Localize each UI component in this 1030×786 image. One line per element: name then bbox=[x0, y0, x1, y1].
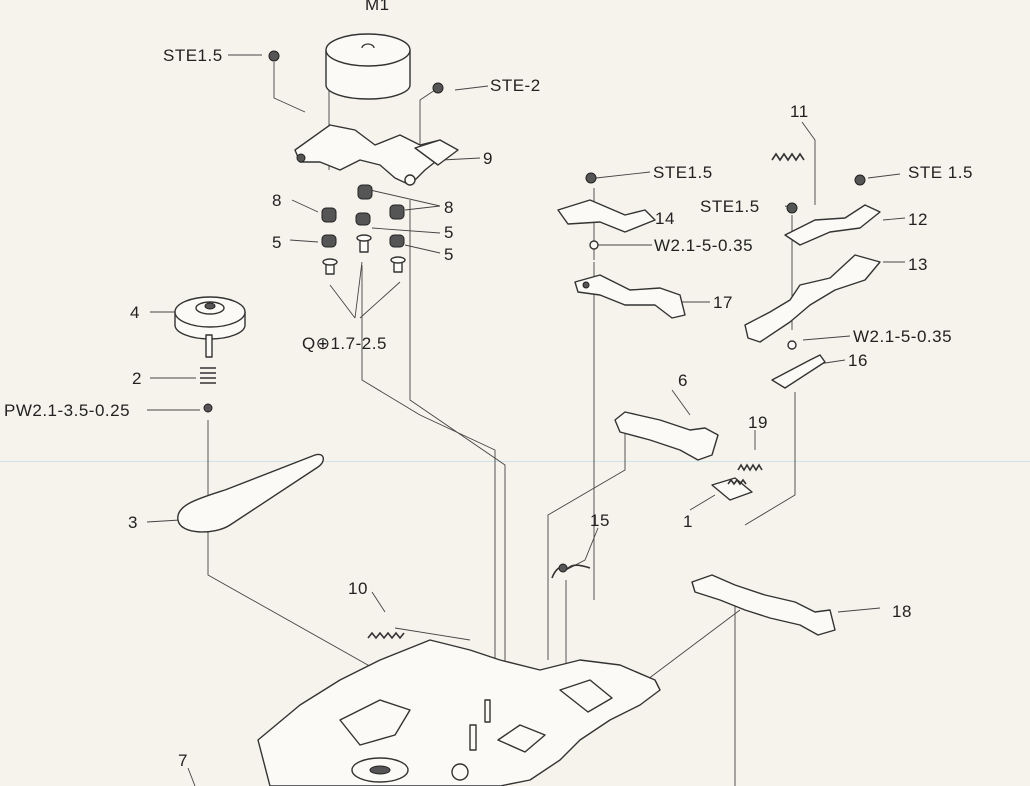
label-10: 10 bbox=[348, 579, 368, 598]
motor-m1 bbox=[325, 33, 411, 100]
label-ste15-c: STE1.5 bbox=[700, 197, 760, 216]
label-16: 16 bbox=[848, 351, 868, 370]
label-13: 13 bbox=[908, 255, 928, 274]
spring-19 bbox=[737, 463, 763, 472]
lever-3 bbox=[177, 453, 324, 533]
label-5-mid: 5 bbox=[444, 223, 454, 242]
label-19: 19 bbox=[748, 413, 768, 432]
spring-15 bbox=[551, 563, 591, 579]
bushings-8-5 bbox=[321, 184, 406, 275]
bracket-13 bbox=[744, 254, 881, 343]
label-1: 1 bbox=[683, 512, 693, 531]
label-screw-spec: Q⊕1.7-2.5 bbox=[302, 334, 387, 353]
label-17: 17 bbox=[713, 293, 733, 312]
label-w-washer-1: W2.1-5-0.35 bbox=[654, 236, 753, 255]
scan-artifact-line bbox=[0, 461, 1030, 462]
bracket-18 bbox=[691, 574, 836, 636]
label-5-left: 5 bbox=[272, 233, 282, 252]
spring-10 bbox=[367, 631, 405, 640]
motor-bracket-9 bbox=[294, 124, 459, 186]
label-3: 3 bbox=[128, 513, 138, 532]
lever-16 bbox=[771, 354, 826, 389]
label-6: 6 bbox=[678, 371, 688, 390]
chassis-7 bbox=[257, 639, 661, 786]
part-labels: M1 STE1.5 STE-2 9 8 8 5 5 5 Q⊕1.7-2.5 4 … bbox=[4, 0, 973, 770]
label-15: 15 bbox=[590, 511, 610, 530]
label-14: 14 bbox=[655, 209, 675, 228]
flywheel-pulley-4 bbox=[174, 296, 246, 358]
label-11: 11 bbox=[790, 102, 809, 121]
bracket-17 bbox=[574, 274, 686, 319]
label-w-washer-2: W2.1-5-0.35 bbox=[853, 327, 952, 346]
label-9: 9 bbox=[483, 149, 493, 168]
label-12: 12 bbox=[908, 210, 928, 229]
label-pw-washer: PW2.1-3.5-0.25 bbox=[4, 401, 130, 420]
label-m1: M1 bbox=[365, 0, 390, 14]
label-8-left: 8 bbox=[272, 191, 282, 210]
bracket-12 bbox=[784, 204, 881, 246]
bracket-6 bbox=[614, 411, 719, 461]
spring-2 bbox=[200, 367, 216, 413]
label-7: 7 bbox=[178, 751, 188, 770]
label-2: 2 bbox=[132, 369, 142, 388]
label-4: 4 bbox=[130, 303, 140, 322]
label-8-right: 8 bbox=[444, 198, 454, 217]
bracket-14 bbox=[557, 199, 656, 233]
label-5-right: 5 bbox=[444, 245, 454, 264]
label-18: 18 bbox=[892, 602, 912, 621]
e-ring-washers bbox=[268, 50, 866, 350]
label-ste15-a: STE1.5 bbox=[653, 163, 713, 182]
label-ste2: STE-2 bbox=[490, 76, 541, 95]
spring-1 bbox=[711, 477, 753, 501]
label-ste15-b: STE 1.5 bbox=[908, 163, 973, 182]
label-ste15-top: STE1.5 bbox=[163, 46, 223, 65]
leader-lines bbox=[146, 54, 906, 786]
spring-11 bbox=[771, 152, 805, 162]
